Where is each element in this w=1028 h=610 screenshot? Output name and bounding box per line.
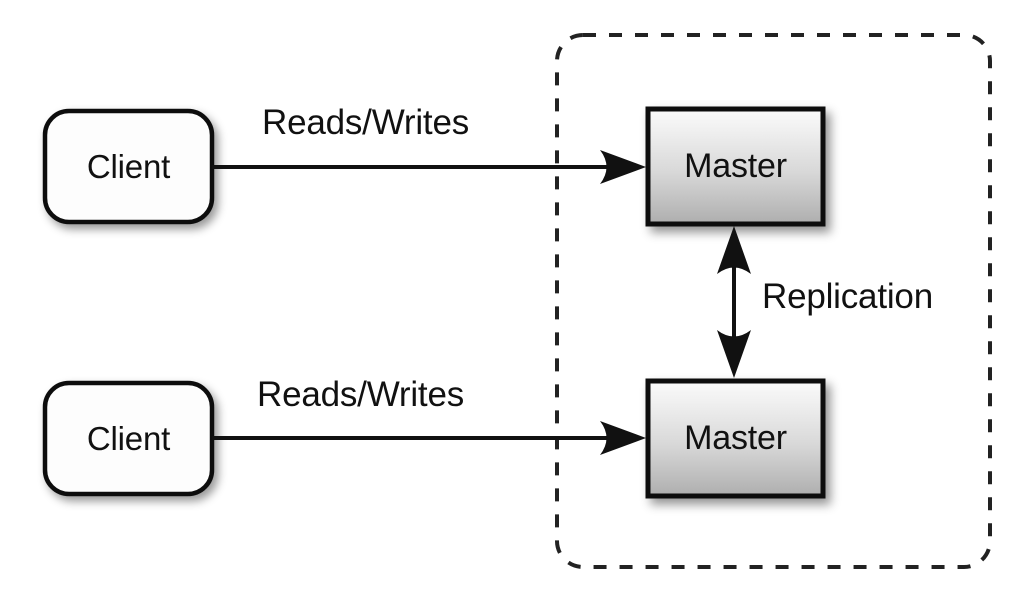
- edge-label-reads-writes-top: Reads/Writes: [262, 103, 470, 142]
- edge-client-bottom-to-master-bottom: [212, 421, 646, 455]
- edge-label-reads-writes-bottom: Reads/Writes: [257, 375, 465, 414]
- edge-label-replication: Replication: [762, 277, 933, 316]
- replication-cluster-boundary: [555, 33, 992, 569]
- edge-client-top-to-master-top: [212, 150, 646, 184]
- client-bottom-node[interactable]: [42, 380, 215, 497]
- edge-master-replication: [717, 226, 751, 378]
- client-top-node[interactable]: [42, 108, 215, 225]
- master-top-node[interactable]: [645, 106, 826, 227]
- master-bottom-node[interactable]: [645, 378, 826, 499]
